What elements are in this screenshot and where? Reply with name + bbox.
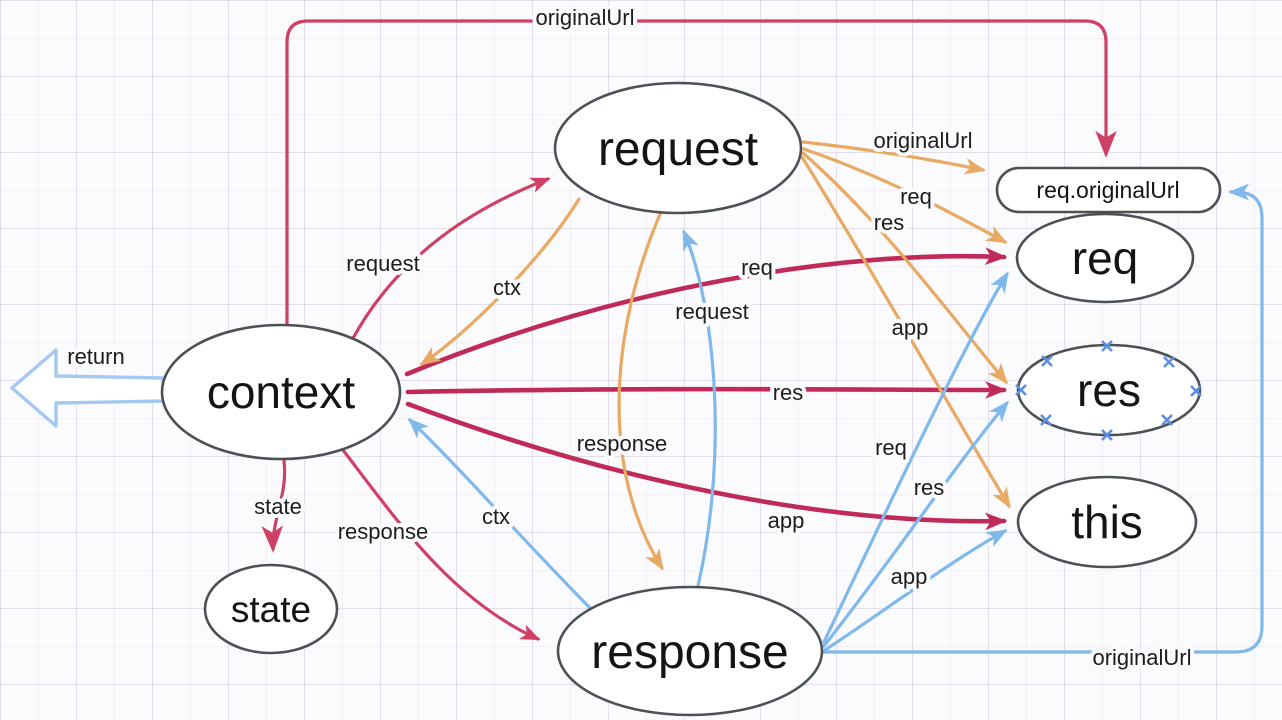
node-response[interactable]: response (556, 585, 824, 717)
node-this-label: this (1071, 496, 1143, 548)
edge-context-to-req[interactable] (404, 247, 1008, 377)
edge-label-context-response: response (338, 519, 429, 544)
edge-label-response-res: res (914, 475, 945, 500)
edge-label-request-app: app (892, 315, 929, 340)
node-req[interactable]: req (1015, 212, 1195, 304)
edge-label-context-res: res (773, 380, 804, 405)
node-context-label: context (207, 366, 356, 418)
selection-handle[interactable] (1161, 414, 1173, 426)
node-request-label: request (598, 123, 758, 176)
edge-label-request-ctx: ctx (493, 275, 521, 300)
edge-request-to-req[interactable] (802, 147, 1008, 244)
edge-label-context-request: request (346, 251, 419, 276)
edge-request-to-req-originalurl[interactable] (801, 140, 986, 175)
edge-context-to-res[interactable] (405, 381, 1008, 399)
edge-response-to-this[interactable] (823, 529, 1008, 652)
selection-handle[interactable] (1190, 385, 1202, 397)
edge-request-to-context[interactable] (419, 197, 581, 366)
node-state-label: state (231, 589, 311, 630)
edge-context-to-response[interactable] (341, 448, 541, 641)
node-req-originalurl-label: req.originalUrl (1036, 177, 1179, 203)
node-req-originalurl[interactable]: req.originalUrl (995, 166, 1222, 214)
edge-label-response-request: request (675, 299, 748, 324)
edge-context-to-req-originalurl[interactable] (285, 19, 1117, 329)
edge-label-response-ctx: ctx (482, 504, 510, 529)
edge-response-to-req-originalurl[interactable] (822, 183, 1264, 654)
edge-context-to-state[interactable] (261, 459, 287, 553)
selection-handle[interactable] (1101, 429, 1113, 441)
edge-response-to-request[interactable] (682, 229, 717, 588)
edge-context-to-this[interactable] (405, 401, 1008, 531)
node-request[interactable]: request (553, 81, 803, 215)
node-state[interactable]: state (203, 563, 339, 655)
selection-handle[interactable] (1015, 384, 1027, 396)
edge-label-context-originalurl: originalUrl (535, 5, 634, 30)
edge-context-to-request[interactable] (350, 177, 551, 342)
edge-label-response-app: app (891, 564, 928, 589)
edge-request-to-response[interactable] (617, 210, 664, 571)
edge-response-to-res[interactable] (822, 400, 1009, 648)
return-arrow-label: return (67, 344, 124, 369)
node-this[interactable]: this (1016, 475, 1198, 569)
edge-response-to-req[interactable] (822, 271, 1009, 644)
edge-label-context-app: app (768, 508, 805, 533)
edge-label-request-response: response (577, 431, 668, 456)
node-res-label: res (1077, 364, 1141, 416)
selection-handle[interactable] (1041, 355, 1053, 367)
selection-handle[interactable] (1163, 356, 1175, 368)
edge-request-to-this[interactable] (800, 155, 1011, 509)
node-context[interactable]: context (160, 323, 402, 461)
node-req-label: req (1072, 232, 1138, 284)
edge-label-context-state: state (254, 494, 302, 519)
node-res[interactable]: res (1016, 343, 1202, 437)
selection-handle[interactable] (1101, 340, 1113, 352)
edge-response-to-context[interactable] (407, 417, 593, 611)
edge-label-response-originalurl: originalUrl (1092, 645, 1191, 670)
edge-label-context-req: req (741, 255, 773, 280)
edge-request-to-res[interactable] (801, 151, 1008, 385)
edge-label-request-originalurl: originalUrl (873, 128, 972, 153)
edge-label-request-res: res (874, 210, 905, 235)
edge-label-request-req: req (900, 184, 932, 209)
edge-label-response-req: req (875, 435, 907, 460)
selection-handle[interactable] (1040, 414, 1052, 426)
selection-handles-res[interactable] (1015, 340, 1202, 441)
node-response-label: response (591, 626, 788, 679)
